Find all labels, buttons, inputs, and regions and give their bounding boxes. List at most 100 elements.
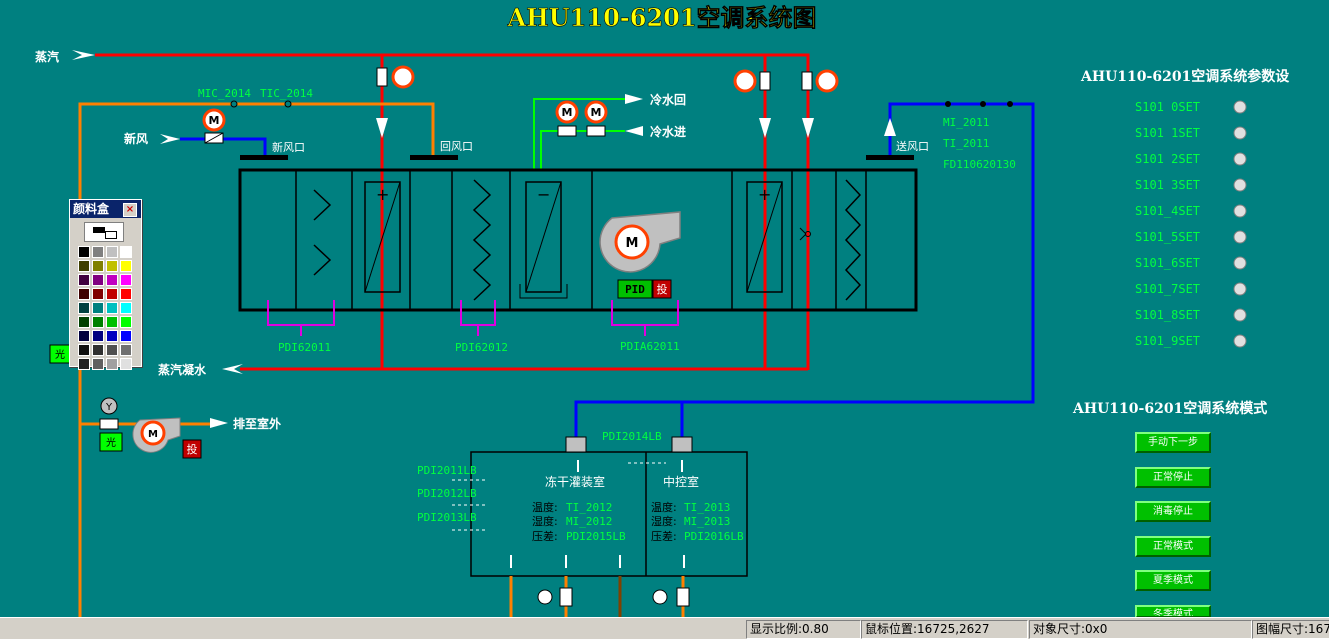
fd-label: FD110620130 (943, 158, 1016, 171)
palette-title: 颜料盒 (73, 202, 110, 216)
chilled-water-lines (533, 98, 625, 170)
param-label: S101 2SET (1135, 152, 1200, 166)
svg-text:Y: Y (105, 402, 113, 413)
color-swatch[interactable] (78, 260, 90, 272)
color-swatch[interactable] (78, 246, 90, 258)
status-object-size: 对象尺寸:0x0 (1029, 620, 1252, 639)
color-swatch[interactable] (78, 316, 90, 328)
color-swatch[interactable] (78, 344, 90, 356)
color-swatch[interactable] (120, 330, 132, 342)
room2-humid-label: 湿度: (651, 514, 677, 528)
param-indicator-icon[interactable] (1233, 204, 1247, 218)
pid-button[interactable] (617, 279, 653, 299)
color-swatch[interactable] (106, 358, 118, 370)
color-swatch[interactable] (106, 246, 118, 258)
light-label: 光 (55, 348, 65, 361)
steam-valve-icon[interactable] (801, 69, 839, 93)
steam-down-arrow-icon (759, 118, 771, 138)
color-swatch[interactable] (106, 260, 118, 272)
palette-titlebar[interactable]: 颜料盒 × (70, 200, 141, 218)
color-swatch[interactable] (106, 330, 118, 342)
rooms-area (452, 436, 748, 617)
color-swatch[interactable] (78, 302, 90, 314)
close-icon[interactable]: × (123, 203, 137, 217)
fan-enable-button[interactable] (652, 279, 672, 299)
param-indicator-icon[interactable] (1233, 126, 1247, 140)
color-swatch[interactable] (120, 288, 132, 300)
color-swatch[interactable] (92, 358, 104, 370)
supply-fan-icon[interactable]: M (599, 211, 681, 273)
param-indicator-icon[interactable] (1233, 230, 1247, 244)
ti-2012-value: TI_2012 (566, 501, 612, 514)
color-swatch[interactable] (106, 316, 118, 328)
color-swatch[interactable] (120, 274, 132, 286)
supply-arrow-icon (884, 118, 896, 136)
chw-actuator-icon[interactable]: M (555, 100, 579, 124)
ti-2013-value: TI_2013 (684, 501, 730, 514)
param-indicator-icon[interactable] (1233, 308, 1247, 322)
fresh-air-arrow-icon (160, 134, 180, 144)
ahu-unit (238, 155, 918, 312)
chw-valve-icon[interactable] (586, 125, 606, 137)
color-swatch[interactable] (78, 330, 90, 342)
color-swatch[interactable] (92, 288, 104, 300)
mode-button[interactable]: 正常停止 (1135, 466, 1211, 488)
room2-press-label: 压差: (651, 529, 677, 543)
exhaust-fan-icon[interactable]: M (132, 417, 181, 453)
color-swatch[interactable] (106, 302, 118, 314)
chw-valve-icon[interactable] (557, 125, 577, 137)
param-indicator-icon[interactable] (1233, 282, 1247, 296)
pdi-2014-label: PDI2014LB (602, 430, 662, 443)
color-swatch[interactable] (92, 344, 104, 356)
mode-button[interactable]: 手动下一步 (1135, 432, 1211, 453)
svg-text:M: M (626, 236, 639, 251)
mode-button[interactable]: 夏季模式 (1135, 570, 1211, 591)
color-swatch[interactable] (92, 316, 104, 328)
color-swatch[interactable] (120, 302, 132, 314)
steam-condensate-label: 蒸汽凝水 (158, 362, 207, 377)
color-palette-window[interactable]: 颜料盒 × (69, 199, 142, 370)
color-swatch[interactable] (92, 246, 104, 258)
room1-temp-label: 温度: (532, 500, 558, 514)
color-swatch[interactable] (120, 260, 132, 272)
param-indicator-icon[interactable] (1233, 334, 1247, 348)
param-indicator-icon[interactable] (1233, 178, 1247, 192)
exhaust-enable-label: 投 (187, 442, 198, 456)
color-swatch[interactable] (92, 274, 104, 286)
color-selector-icon[interactable] (84, 222, 124, 242)
color-swatch[interactable] (106, 288, 118, 300)
param-indicator-icon[interactable] (1233, 256, 1247, 270)
param-label: S101_7SET (1135, 282, 1200, 296)
color-swatch[interactable] (78, 274, 90, 286)
mode-button[interactable]: 正常模式 (1135, 535, 1211, 557)
color-swatch[interactable] (120, 316, 132, 328)
color-swatch[interactable] (92, 330, 104, 342)
fresh-air-actuator-icon[interactable]: M (202, 108, 226, 132)
chw-actuator-icon[interactable]: M (584, 100, 608, 124)
room1-humid-label: 湿度: (532, 514, 558, 528)
color-swatch[interactable] (120, 246, 132, 258)
color-swatch[interactable] (92, 302, 104, 314)
param-indicator-icon[interactable] (1233, 100, 1247, 114)
color-swatch[interactable] (78, 358, 90, 370)
chw-return-label: 冷水回 (650, 92, 686, 107)
steam-valve-icon[interactable] (376, 65, 415, 89)
mode-button[interactable]: 消毒停止 (1135, 501, 1211, 522)
color-swatch[interactable] (106, 274, 118, 286)
color-swatch[interactable] (92, 260, 104, 272)
exhaust-valve-icon[interactable]: Y (99, 397, 119, 430)
mode-button[interactable]: 冬季模式 (1135, 604, 1211, 618)
color-swatch[interactable] (78, 288, 90, 300)
chw-supply-arrow-icon (625, 126, 643, 136)
steam-arrow-icon (72, 50, 95, 60)
exhaust-enable-button[interactable] (182, 439, 202, 459)
color-swatch[interactable] (120, 344, 132, 356)
steam-valve-icon[interactable] (733, 69, 771, 93)
exhaust-light-button[interactable] (99, 432, 123, 452)
fan-enable-label: 投 (657, 282, 668, 296)
param-indicator-icon[interactable] (1233, 152, 1247, 166)
color-swatch[interactable] (120, 358, 132, 370)
room-1-label: 冻干灌装室 (545, 474, 605, 489)
color-swatch[interactable] (106, 344, 118, 356)
pdi-62011-label: PDI62011 (278, 341, 331, 354)
